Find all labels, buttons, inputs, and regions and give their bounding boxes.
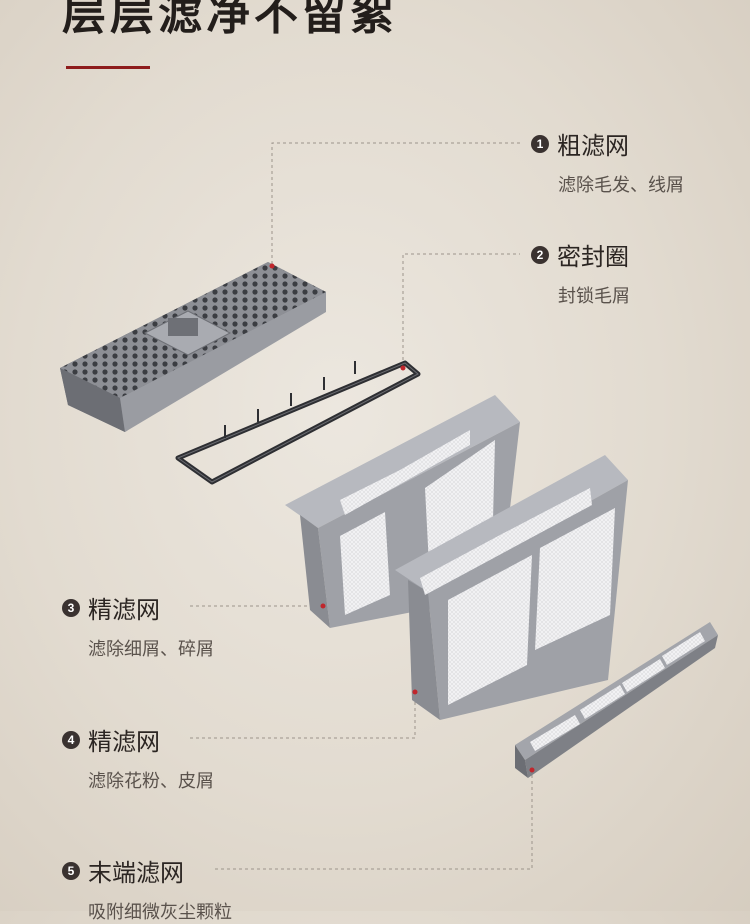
- filter-name: 精滤网: [88, 728, 160, 756]
- leader-line-2: [402, 253, 520, 366]
- fine-filter-part-b: [395, 455, 628, 720]
- filter-desc: 封锁毛屑: [558, 286, 630, 307]
- filter-desc: 滤除花粉、皮屑: [88, 771, 214, 792]
- filter-name: 末端滤网: [88, 859, 184, 887]
- number-badge: 1: [531, 134, 549, 153]
- filter-name: 粗滤网: [557, 132, 629, 160]
- number-badge: 4: [62, 730, 80, 749]
- leader-line-1: [271, 142, 520, 264]
- filter-desc: 吸附细微灰尘颗粒: [88, 902, 232, 923]
- seal-ring-part: [175, 360, 421, 485]
- filter-label-5: 5 末端滤网 吸附细微灰尘颗粒: [62, 853, 232, 924]
- filter-desc: 滤除细屑、碎屑: [88, 639, 214, 660]
- filter-label-2: 2 密封圈 封锁毛屑: [531, 237, 630, 308]
- filter-name: 密封圈: [557, 243, 629, 271]
- coarse-filter-part: [60, 262, 326, 432]
- title-accent-line: [66, 66, 150, 69]
- number-badge: 2: [531, 245, 549, 264]
- leader-line-5: [215, 770, 533, 870]
- filter-label-3: 3 精滤网 滤除细屑、碎屑: [62, 590, 214, 661]
- filter-desc: 滤除毛发、线屑: [558, 175, 684, 196]
- leader-line-4: [190, 692, 416, 739]
- filter-label-1: 1 粗滤网 滤除毛发、线屑: [531, 126, 684, 197]
- terminal-filter-part: [515, 622, 718, 778]
- filter-name: 精滤网: [88, 596, 160, 624]
- page-title: 层层滤净不留絮: [62, 0, 398, 40]
- leader-lines: [190, 142, 533, 870]
- number-badge: 5: [62, 861, 80, 880]
- filter-label-4: 4 精滤网 滤除花粉、皮屑: [62, 722, 214, 793]
- number-badge: 3: [62, 598, 80, 617]
